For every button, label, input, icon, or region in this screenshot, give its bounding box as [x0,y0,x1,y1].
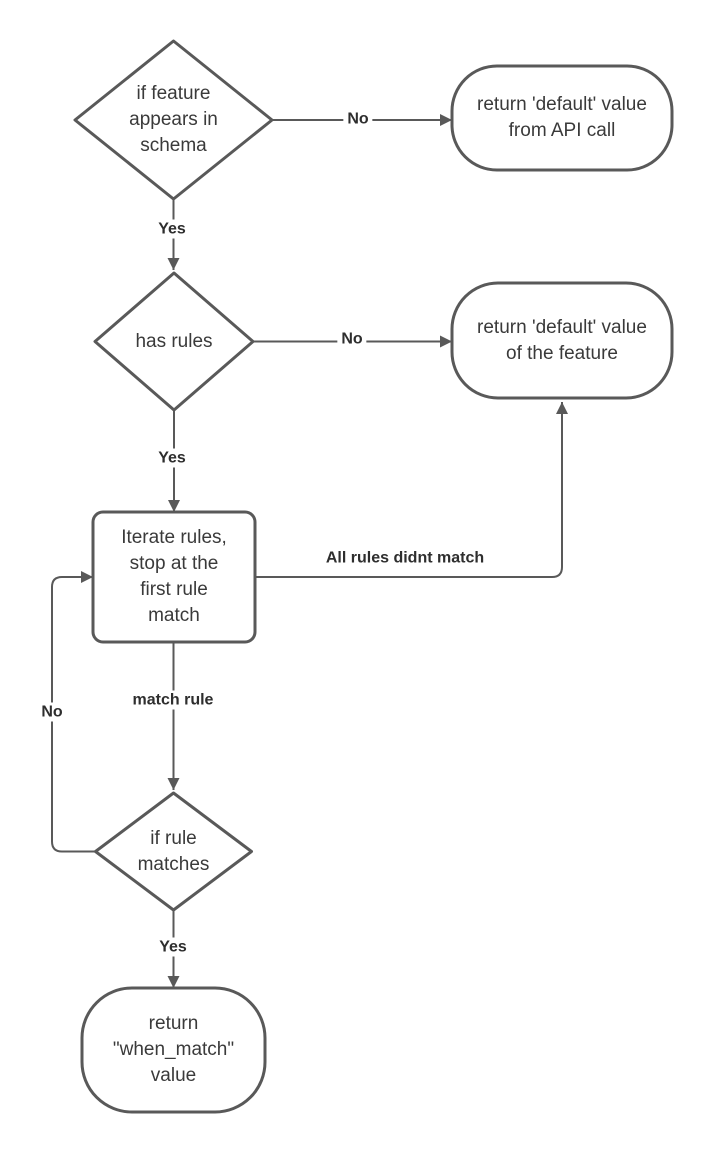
decision-feature-in-schema [73,39,274,201]
terminator-return-default-api [450,64,674,172]
decision-rule-matches [94,791,253,912]
process-iterate-rules [91,510,257,644]
decision-has-rules [93,271,255,412]
terminator-return-default-feature [450,281,674,400]
terminator-return-when-match [80,986,267,1114]
edge-rule-match-no-loop [51,571,96,853]
edge-no-rule-matched [255,402,568,578]
